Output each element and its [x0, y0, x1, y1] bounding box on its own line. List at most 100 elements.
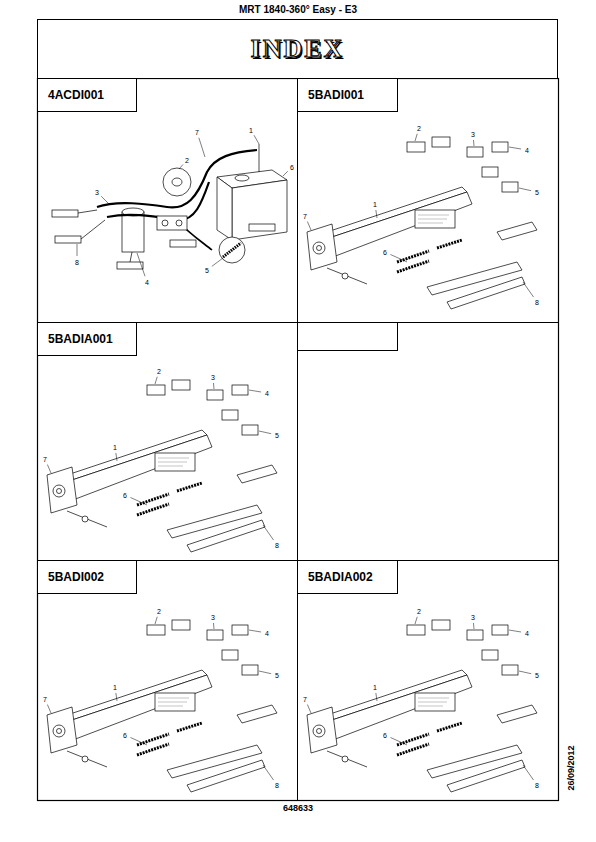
leader-line [376, 210, 377, 218]
empty-tab [298, 323, 398, 351]
drawing-stroke [170, 240, 196, 247]
leader-line [155, 617, 157, 624]
callout-number: 5 [534, 189, 540, 196]
callout-number: 1 [372, 684, 378, 691]
section-tab: 4ACDI001 [37, 78, 137, 112]
section-code: 5BADIA001 [48, 332, 113, 346]
section-tab: 5BADI002 [37, 560, 137, 594]
callout-number: 6 [122, 492, 128, 499]
callout-number: 1 [112, 444, 118, 451]
section-tab: 5BADIA002 [297, 560, 398, 594]
leader-line [213, 623, 215, 629]
document-number: 648633 [283, 804, 313, 813]
leader-line [263, 765, 274, 780]
leader-line [523, 282, 534, 297]
leader-line [77, 244, 78, 256]
leader-line [376, 693, 377, 701]
callout-number: 2 [416, 608, 422, 615]
leader-line [116, 693, 117, 701]
leader-line [390, 254, 407, 262]
drawing-stroke [172, 178, 182, 186]
callout-number: 8 [534, 299, 540, 306]
callout-number: 4 [524, 147, 530, 154]
page-frame [38, 79, 559, 801]
callout-number: 3 [210, 614, 216, 621]
leader-line [307, 222, 311, 230]
boom-drawing [307, 620, 537, 792]
drawing-stroke [249, 224, 275, 231]
drawing-stroke [130, 252, 132, 262]
callout-number: 6 [122, 732, 128, 739]
section-code: 5BADIA002 [308, 570, 373, 584]
leader-line [137, 253, 145, 276]
callout-number: 2 [184, 157, 190, 164]
callout-number: 2 [416, 125, 422, 132]
leader-line [213, 383, 215, 389]
drawing-stroke [55, 236, 81, 243]
boom-drawing [47, 380, 277, 552]
callout-number: 3 [470, 131, 476, 138]
callout-number: 8 [274, 782, 280, 789]
boom-drawing [307, 137, 537, 309]
index-heading: INDEX [251, 34, 345, 64]
callout-number: 3 [470, 614, 476, 621]
callout-number: 1 [372, 201, 378, 208]
callout-number: 5 [204, 267, 210, 274]
leader-line [249, 390, 261, 392]
boom-drawing [47, 620, 277, 792]
drawing-stroke [52, 210, 78, 217]
leader-line [519, 188, 531, 191]
index-banner: INDEX [37, 19, 558, 79]
hydraulic-assembly [52, 144, 287, 269]
section-code: 4ACDI001 [48, 88, 104, 102]
callout-number: 5 [274, 672, 280, 679]
callout-number: 7 [194, 129, 200, 136]
drawing-stroke [107, 182, 209, 220]
leader-line [259, 431, 271, 434]
section-code: 5BADI001 [308, 88, 364, 102]
leader-line [179, 164, 183, 169]
leader-line [47, 465, 51, 473]
leader-line [509, 147, 521, 149]
callout-number: 8 [74, 259, 80, 266]
callout-number: 8 [534, 782, 540, 789]
callout-number: 4 [264, 390, 270, 397]
drawing-stroke [81, 220, 105, 239]
drawing-stroke [217, 177, 232, 240]
leader-line [415, 134, 417, 141]
drawing-stroke [223, 243, 241, 257]
leader-line [212, 258, 223, 266]
callout-number: 1 [112, 684, 118, 691]
leader-line [519, 671, 531, 674]
drawing-stroke [157, 216, 187, 230]
drawing-stroke [259, 144, 260, 172]
drawing-stroke [219, 237, 245, 263]
callout-number: 2 [156, 608, 162, 615]
section-tab: 5BADI001 [297, 78, 398, 112]
drawing-stroke [232, 180, 287, 240]
callout-number: 3 [94, 189, 100, 196]
drawing-stroke [122, 212, 144, 252]
section-tab: 5BADIA001 [37, 322, 137, 356]
leader-line [509, 630, 521, 632]
drawing-stroke [162, 220, 168, 226]
callout-number: 7 [302, 696, 308, 703]
callout-number: 6 [382, 732, 388, 739]
leader-line [283, 171, 288, 176]
leader-line [390, 737, 407, 745]
leader-line [473, 623, 475, 629]
callout-number: 4 [264, 630, 270, 637]
leader-line [523, 765, 534, 780]
callout-number: 3 [210, 374, 216, 381]
callout-number: 6 [382, 249, 388, 256]
page-title: MRT 1840-360° Easy - E3 [239, 4, 357, 15]
callout-number: 1 [248, 127, 254, 134]
callout-number: 5 [534, 672, 540, 679]
drawing-stroke [78, 210, 97, 213]
drawing-stroke [97, 150, 257, 207]
leader-line [263, 525, 274, 540]
leader-line [249, 630, 261, 632]
leader-line [116, 453, 117, 461]
